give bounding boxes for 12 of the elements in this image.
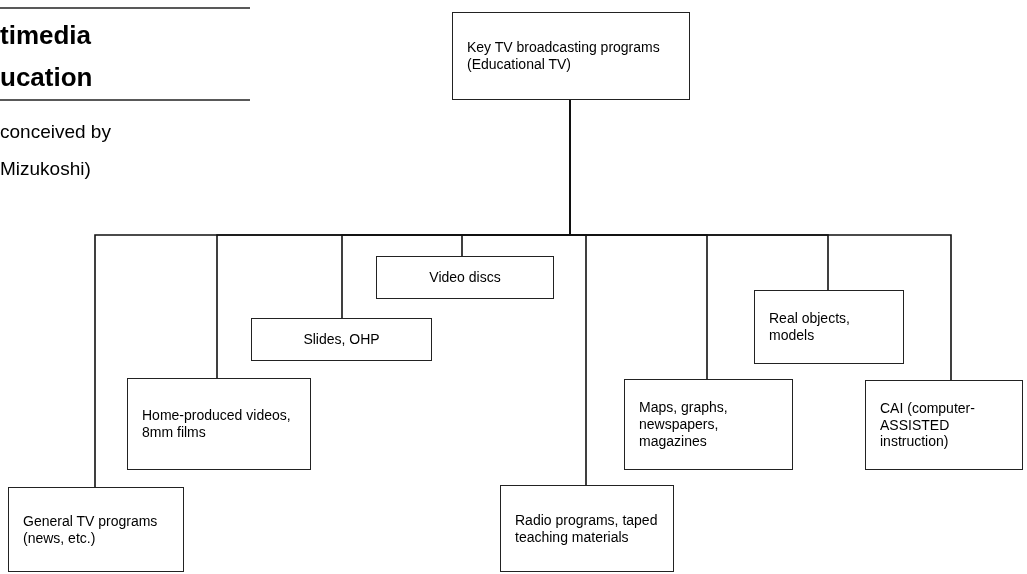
media-box: Maps, graphs, newspapers, magazines [624, 379, 793, 470]
media-box: Video discs [376, 256, 554, 299]
media-box: Slides, OHP [251, 318, 432, 361]
author-note: conceived by [0, 120, 111, 144]
media-box: General TV programs (news, etc.) [8, 487, 184, 572]
title: timedia ucation [0, 19, 94, 94]
media-box: Home-produced videos, 8mm films [127, 378, 311, 470]
media-box: Real objects, models [754, 290, 904, 364]
media-box: Radio programs, taped teaching materials [500, 485, 674, 572]
author-note: Mizukoshi) [0, 157, 91, 181]
media-box: CAI (computer-ASSISTED instruction) [865, 380, 1023, 470]
media-box: Key TV broadcasting programs (Educational TV) [452, 12, 690, 100]
